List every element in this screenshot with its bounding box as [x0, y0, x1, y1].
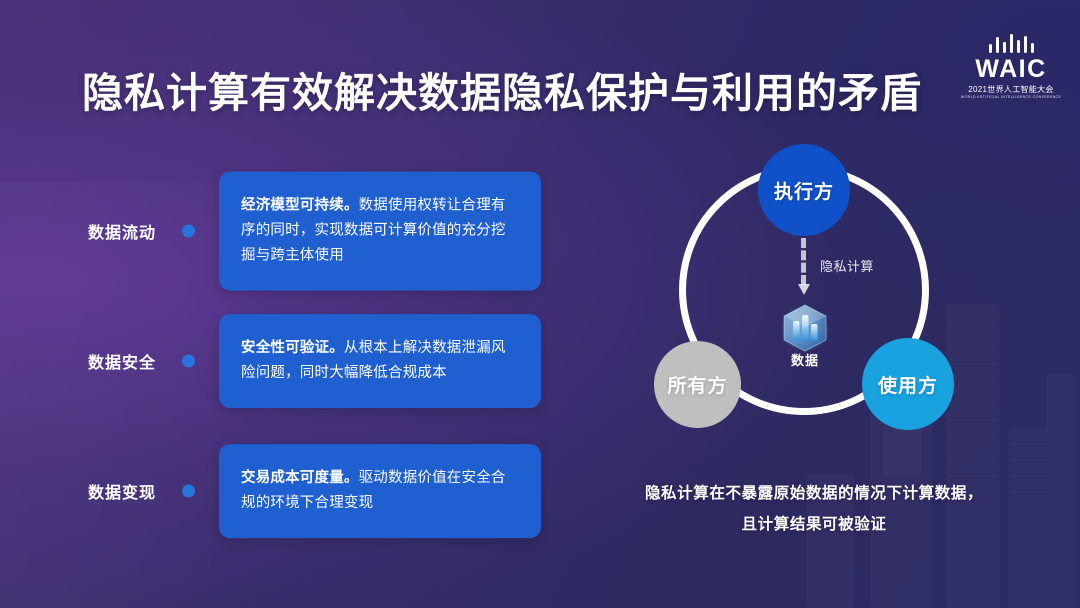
pillar-list: 数据流动 经济模型可持续。数据使用权转让合理有序的同时，实现数据可计算价值的充分… — [0, 166, 560, 556]
pillar-card: 安全性可验证。从根本上解决数据泄漏风险问题，同时大幅降低合规成本 — [219, 314, 541, 408]
waic-logo: WAIC 2021世界人工智能大会 WORLD ARTIFICIAL INTEL… — [958, 33, 1064, 100]
logo-ticks-icon — [958, 33, 1064, 53]
logo-chinese-name: 2021世界人工智能大会 — [968, 85, 1054, 94]
bullet-dot-icon — [182, 224, 195, 238]
logo-wordmark: WAIC — [975, 55, 1047, 83]
pillar-label: 数据流动 — [88, 225, 157, 242]
caption-line-1: 隐私计算在不暴露原始数据的情况下计算数据， — [644, 485, 984, 502]
diagram-node-executor: 执行方 — [758, 144, 850, 236]
caption-line-2: 且计算结果可被验证 — [741, 516, 887, 533]
pillar-card-lead: 安全性可验证。 — [241, 340, 344, 357]
data-cube-icon — [780, 304, 830, 352]
diagram-caption: 隐私计算在不暴露原始数据的情况下计算数据， 且计算结果可被验证 — [614, 478, 1014, 540]
pillar-card-body: 从根本上解决数据泄漏风险问题，同时大幅降低合规成本 — [241, 340, 506, 381]
diagram-center-label: 数据 — [790, 353, 819, 368]
pillar-row-data-monetization: 数据变现 交易成本可度量。驱动数据价值在安全合规的环境下合理变现 — [0, 426, 560, 556]
diagram-node-owner: 所有方 — [654, 341, 741, 428]
pillar-card-lead: 经济模型可持续。 — [241, 197, 359, 214]
bullet-dot-icon — [182, 484, 195, 498]
pillar-card: 交易成本可度量。驱动数据价值在安全合规的环境下合理变现 — [219, 444, 541, 538]
pillar-card: 经济模型可持续。数据使用权转让合理有序的同时，实现数据可计算价值的充分挖掘与跨主… — [219, 171, 541, 291]
dashed-arrow-icon — [793, 238, 815, 304]
logo-english-name: WORLD ARTIFICIAL INTELLIGENCE CONFERENCE — [960, 95, 1062, 99]
pillar-label: 数据安全 — [88, 355, 157, 372]
diagram-arrow-label: 隐私计算 — [820, 259, 875, 274]
pillar-row-data-flow: 数据流动 经济模型可持续。数据使用权转让合理有序的同时，实现数据可计算价值的充分… — [0, 166, 560, 296]
pillar-card-lead: 交易成本可度量。 — [241, 470, 359, 487]
diagram-node-label: 使用方 — [877, 375, 938, 397]
pillar-row-data-security: 数据安全 安全性可验证。从根本上解决数据泄漏风险问题，同时大幅降低合规成本 — [0, 296, 560, 426]
diagram-node-label: 执行方 — [773, 181, 834, 203]
pillar-label: 数据变现 — [88, 485, 157, 502]
diagram-node-user: 使用方 — [862, 338, 954, 430]
pillar-card-body: 驱动数据价值在安全合规的环境下合理变现 — [241, 470, 506, 511]
three-party-diagram: 执行方 所有方 使用方 隐私计算 — [648, 144, 978, 462]
page-title: 隐私计算有效解决数据隐私保护与利用的矛盾 — [82, 70, 922, 117]
pillar-card-body: 数据使用权转让合理有序的同时，实现数据可计算价值的充分挖掘与跨主体使用 — [241, 197, 506, 264]
diagram-node-label: 所有方 — [667, 376, 728, 397]
bullet-dot-icon — [182, 354, 195, 368]
